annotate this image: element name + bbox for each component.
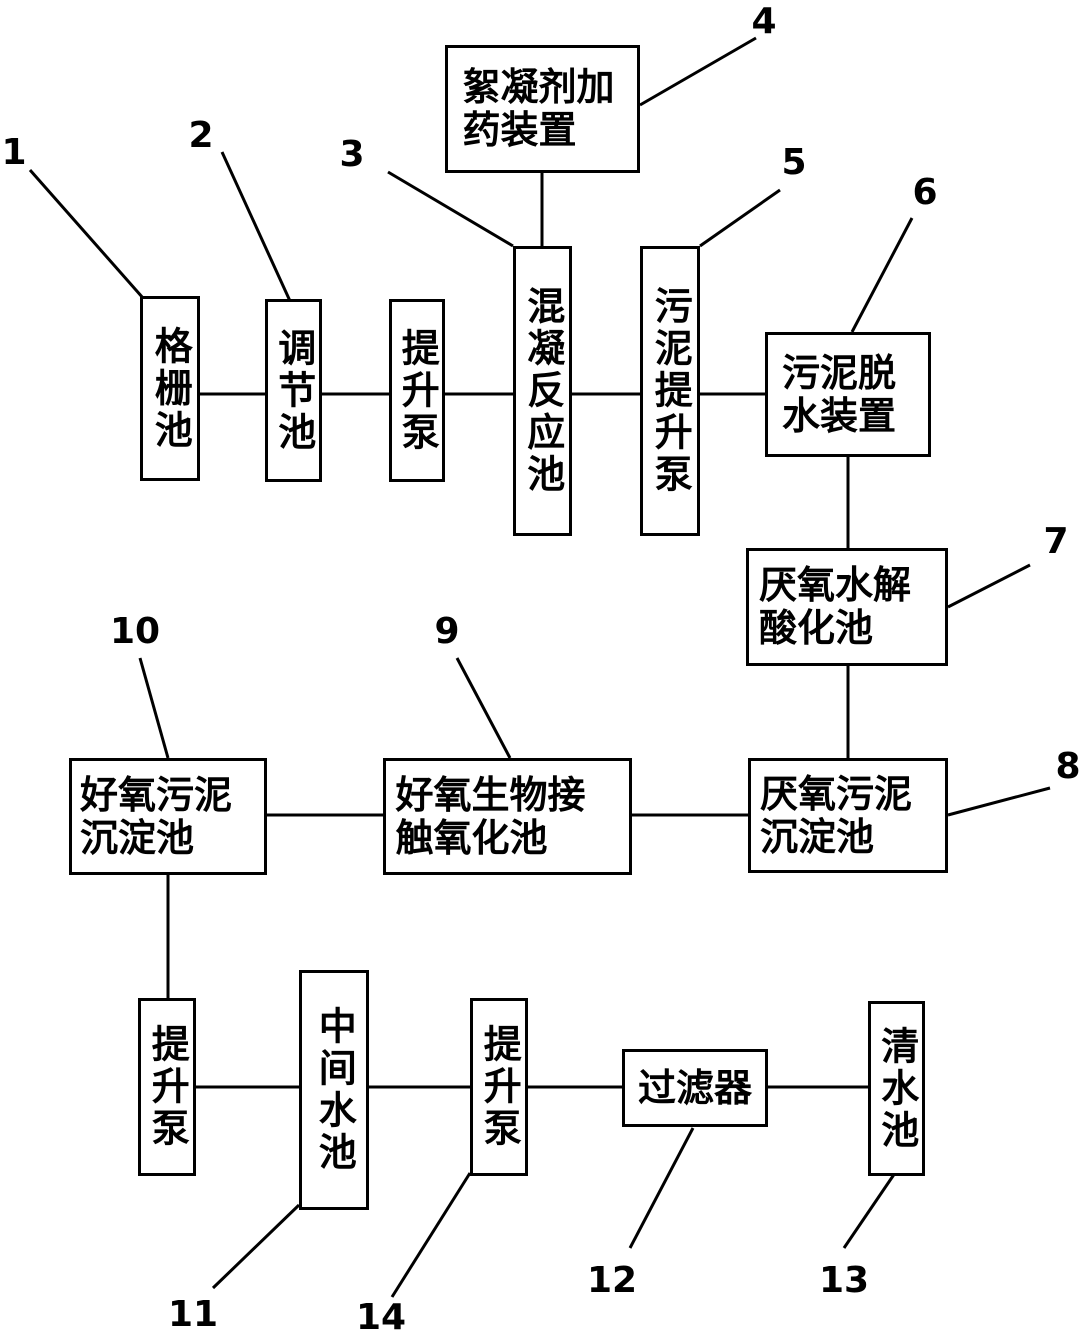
intermediate-tank-label: 中间水池 [312,1006,357,1174]
anaerobic-hydrolysis-box: 厌氧水解酸化池 [746,548,948,666]
coagulation-tank-box: 混凝反应池 [513,246,572,536]
filter-box: 过滤器 [622,1049,768,1127]
ref-number-8: 8 [1055,746,1081,787]
anaerobic-settling-label: 厌氧污泥沉淀池 [760,771,913,859]
regulating-tank-box: 调节池 [265,299,322,482]
lift-pump-3-label: 提升泵 [477,1024,522,1150]
clear-water-tank-label: 清水池 [874,1025,919,1152]
aerobic-contact-label: 好氧生物接触氧化池 [395,772,586,860]
ref-number-1: 1 [1,132,27,173]
regulating-tank-label: 调节池 [271,327,316,454]
ref-number-13: 13 [818,1260,870,1301]
ref-number-3: 3 [339,134,365,175]
intermediate-tank-box: 中间水池 [299,970,369,1210]
ref-number-9: 9 [434,611,460,652]
ref-number-2: 2 [188,115,214,156]
coagulation-tank-label: 混凝反应池 [520,286,565,496]
aerobic-settling-label: 好氧污泥沉淀池 [80,772,233,860]
lift-pump-1-box: 提升泵 [389,299,445,482]
ref-number-4: 4 [751,1,777,42]
ref-number-5: 5 [781,142,807,183]
lift-pump-2-label: 提升泵 [145,1024,190,1150]
ref-number-10: 10 [109,611,161,652]
sludge-lift-pump-label: 污泥提升泵 [648,286,693,496]
lift-pump-1-label: 提升泵 [395,327,440,454]
lift-pump-2-box: 提升泵 [138,998,196,1176]
sludge-dewatering-label: 污泥脱水装置 [782,350,897,438]
aerobic-settling-box: 好氧污泥沉淀池 [69,758,267,875]
sludge-dewatering-box: 污泥脱水装置 [765,332,931,457]
grille-tank-label: 格栅池 [148,325,193,452]
flocculant-dosing-label: 絮凝剂加药装置 [462,65,615,152]
flocculant-dosing-box: 絮凝剂加药装置 [445,45,640,173]
sludge-lift-pump-box: 污泥提升泵 [640,246,700,536]
grille-tank-box: 格栅池 [140,296,200,481]
clear-water-tank-box: 清水池 [868,1001,925,1176]
ref-number-14: 14 [355,1297,407,1338]
ref-number-7: 7 [1043,521,1069,562]
ref-number-12: 12 [586,1260,638,1301]
ref-number-11: 11 [167,1294,219,1335]
anaerobic-hydrolysis-label: 厌氧水解酸化池 [759,563,912,650]
lift-pump-3-box: 提升泵 [470,998,528,1176]
filter-label: 过滤器 [637,1065,752,1110]
aerobic-contact-box: 好氧生物接触氧化池 [383,758,632,875]
ref-number-6: 6 [912,172,938,213]
anaerobic-settling-box: 厌氧污泥沉淀池 [748,758,948,873]
